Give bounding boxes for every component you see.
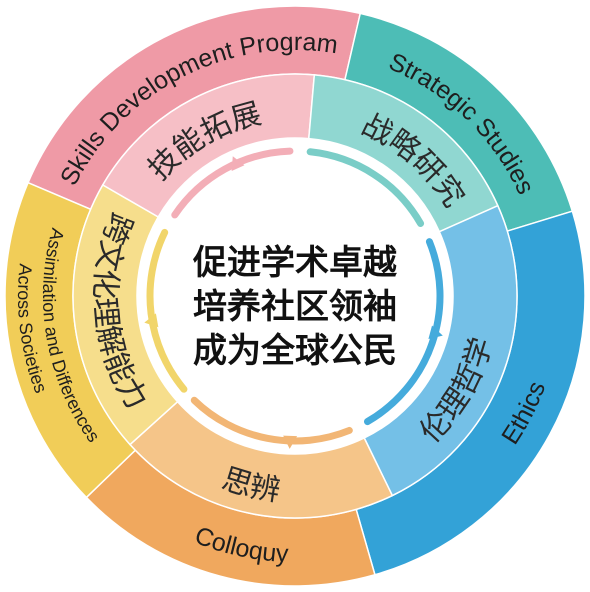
arrow-marker-skills <box>231 156 245 171</box>
accent-arc-ethics <box>364 238 444 426</box>
arrow-marker-ethics <box>428 325 443 339</box>
center-line-1: 促进学术卓越 <box>192 243 398 283</box>
center-text: 促进学术卓越 培养社区领袖 成为全球公民 <box>192 243 398 371</box>
center-circle <box>137 138 453 454</box>
center-line-2: 培养社区领袖 <box>193 287 397 327</box>
arrow-marker-assimilation <box>144 313 159 328</box>
accent-arc-skills <box>171 147 294 219</box>
accent-arc-assimilation <box>146 228 188 393</box>
arrow-marker-colloquy <box>283 435 298 449</box>
center-line-3: 成为全球公民 <box>193 331 397 371</box>
inner-ring <box>72 73 518 519</box>
accent-arc-strategic <box>306 148 425 227</box>
center-accent-ring <box>144 147 444 449</box>
accent-arc-colloquy <box>190 396 353 445</box>
